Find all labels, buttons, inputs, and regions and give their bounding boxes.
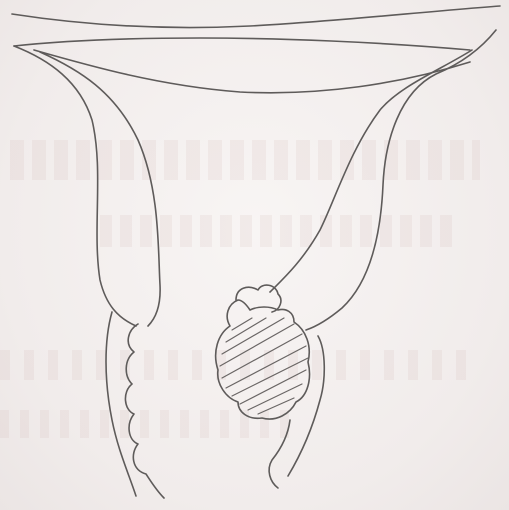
right-cervix-inner [269, 420, 290, 488]
left-cervix-contour [106, 312, 136, 496]
left-outer-wall [14, 46, 136, 326]
left-inner-wall [40, 52, 160, 326]
cavity-lower-line [34, 50, 470, 93]
mass-outline [216, 300, 310, 419]
fundus-top-line [12, 6, 500, 28]
left-cervix-bumps [125, 324, 164, 498]
right-inner-wall [270, 50, 472, 292]
shaded-mass [216, 285, 310, 419]
cavity-upper-line [14, 38, 470, 50]
right-outer-wall [306, 30, 496, 330]
